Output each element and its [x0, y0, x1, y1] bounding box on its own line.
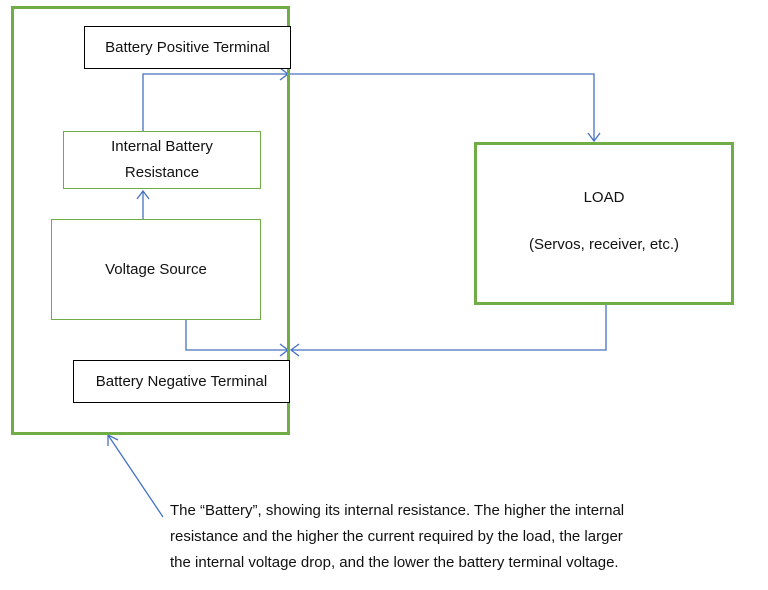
positive-to-load-wire [288, 73, 595, 141]
battery-negative-terminal: Battery Negative Terminal [73, 360, 290, 403]
caption-pointer-arrowhead [107, 433, 119, 446]
resistance-to-positive-wire [142, 73, 288, 131]
battery-outline [11, 6, 290, 435]
internal-resistance-label-line1: Internal Battery [111, 138, 213, 155]
positive-terminal-label: Battery Positive Terminal [105, 38, 270, 56]
internal-resistance-box: Internal Battery Resistance [63, 131, 261, 189]
load-to-negative-arrowhead [289, 343, 300, 357]
positive-to-load-arrowhead [587, 132, 601, 143]
voltage-source-box: Voltage Source [51, 219, 261, 320]
voltage-source-label: Voltage Source [105, 260, 207, 278]
caption-line-3: the internal voltage drop, and the lower… [170, 554, 619, 571]
load-title: LOAD [583, 189, 625, 206]
battery-positive-terminal: Battery Positive Terminal [84, 26, 291, 69]
diagram-caption: The “Battery”, showing its internal resi… [170, 498, 730, 576]
load-to-negative-wire [291, 305, 607, 351]
caption-line-1: The “Battery”, showing its internal resi… [170, 502, 625, 519]
caption-line-2: resistance and the higher the current re… [170, 528, 623, 545]
negative-terminal-label: Battery Negative Terminal [95, 372, 268, 390]
load-box: LOAD (Servos, receiver, etc.) [474, 142, 734, 305]
source-to-resistance-arrowhead [136, 189, 150, 200]
caption-pointer-line [107, 434, 164, 518]
load-subtitle: (Servos, receiver, etc.) [528, 236, 680, 253]
internal-resistance-label-line2: Resistance [124, 164, 200, 181]
